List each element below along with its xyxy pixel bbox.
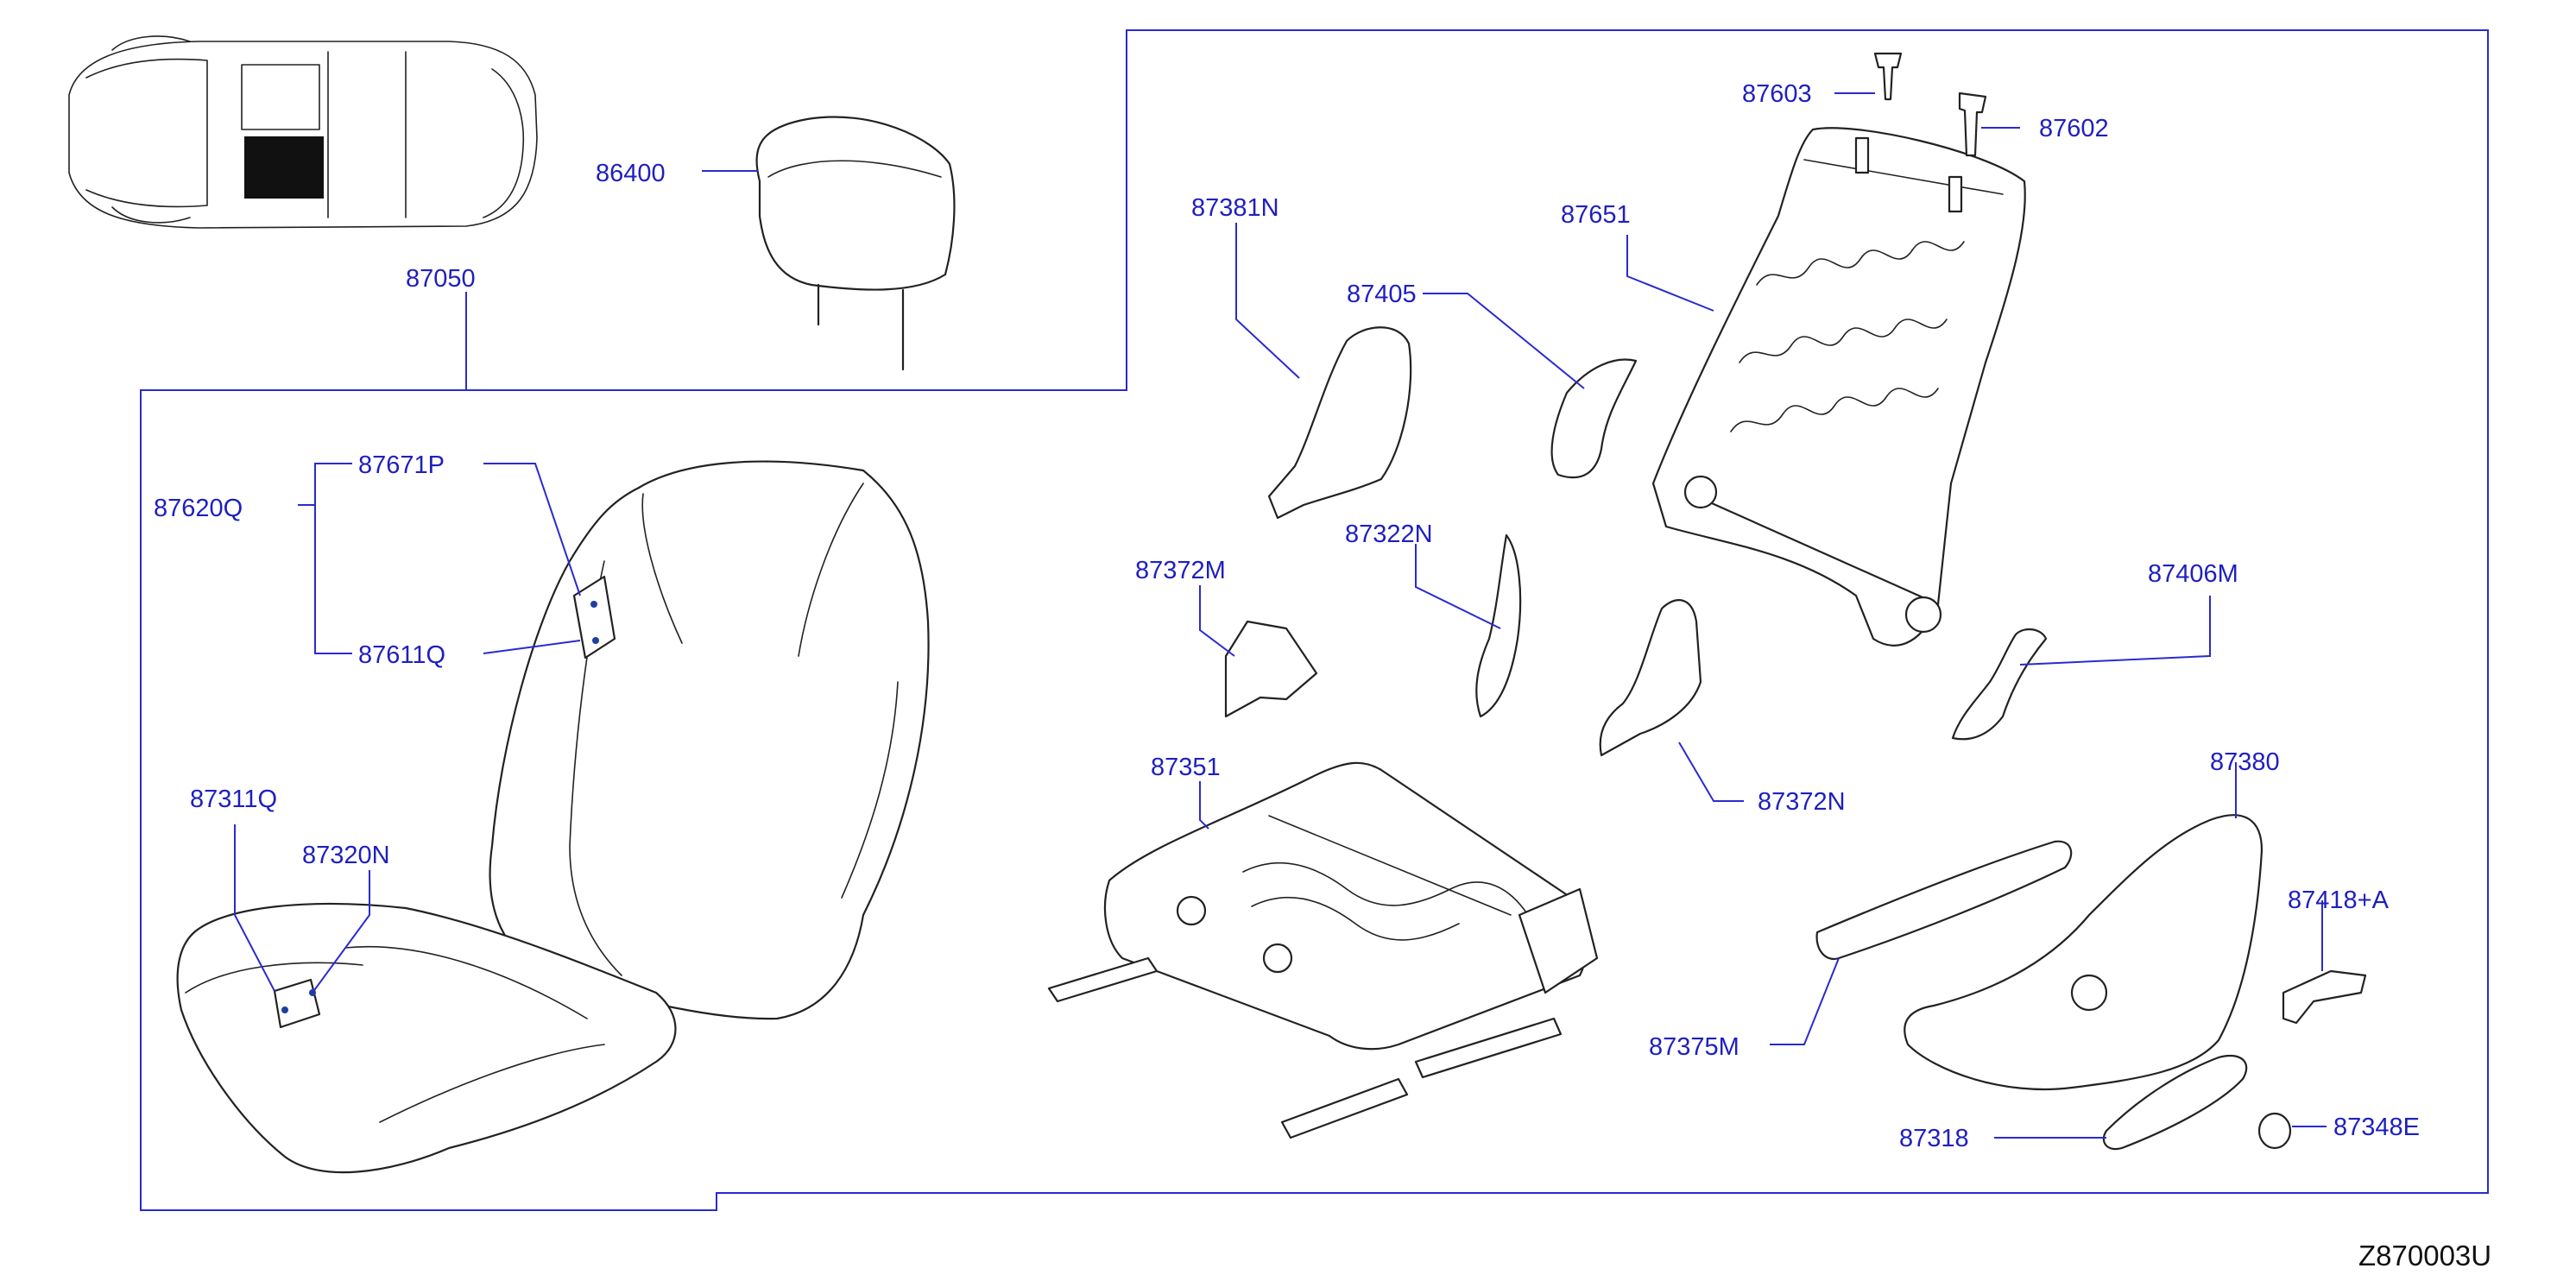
tags-seatback xyxy=(572,575,616,659)
label-87372N: 87372N xyxy=(1758,788,1846,816)
label-87380: 87380 xyxy=(2210,748,2280,776)
label-87348E: 87348E xyxy=(2333,1114,2420,1141)
label-87405: 87405 xyxy=(1347,281,1417,308)
label-86400: 86400 xyxy=(596,160,666,187)
label-87651: 87651 xyxy=(1561,201,1631,229)
seatback-trim xyxy=(489,460,930,1020)
diagram-code: Z870003U xyxy=(2358,1240,2491,1272)
leader-lines xyxy=(234,92,2327,1139)
bracket-87372N xyxy=(1599,599,1702,757)
label-87406M: 87406M xyxy=(2148,560,2238,588)
seat-frame-87351 xyxy=(1047,761,1599,1139)
label-87603: 87603 xyxy=(1742,80,1812,108)
headrest xyxy=(755,116,956,371)
cap-87348E xyxy=(2257,1112,2292,1150)
seat-cushion-trim xyxy=(176,902,677,1174)
label-87381N: 87381N xyxy=(1191,194,1279,222)
label-87671P: 87671P xyxy=(358,451,445,479)
headrest-guides xyxy=(1873,52,1987,157)
seatback-frame-87651 xyxy=(1651,127,2026,647)
finisher-87380 xyxy=(1904,814,2263,1091)
label-87318: 87318 xyxy=(1899,1125,1969,1152)
lever-87318 xyxy=(2102,1054,2248,1151)
seat-location-highlight xyxy=(244,136,324,199)
label-87351: 87351 xyxy=(1151,754,1221,781)
label-87611Q: 87611Q xyxy=(358,641,445,669)
side-cover-87381N xyxy=(1267,326,1412,520)
cover-87405 xyxy=(1550,358,1638,479)
label-87050: 87050 xyxy=(406,265,476,293)
label-87320N: 87320N xyxy=(302,842,390,869)
finisher-87375M xyxy=(1815,840,2073,961)
bracket-87372M xyxy=(1224,620,1318,718)
cover-87322N xyxy=(1475,533,1522,718)
assembly-frame xyxy=(140,29,2489,1211)
label-87311Q: 87311Q xyxy=(190,786,277,813)
label-87375M: 87375M xyxy=(1649,1033,1739,1061)
vehicle-locator xyxy=(68,35,538,229)
cover-87406M xyxy=(1951,628,2048,741)
label-87602: 87602 xyxy=(2039,115,2109,142)
label-87620Q: 87620Q xyxy=(154,495,243,522)
knob-87418A xyxy=(2282,969,2367,1025)
label-87322N: 87322N xyxy=(1345,521,1433,548)
label-87372M: 87372M xyxy=(1135,557,1226,584)
label-87418A: 87418+A xyxy=(2288,887,2390,914)
